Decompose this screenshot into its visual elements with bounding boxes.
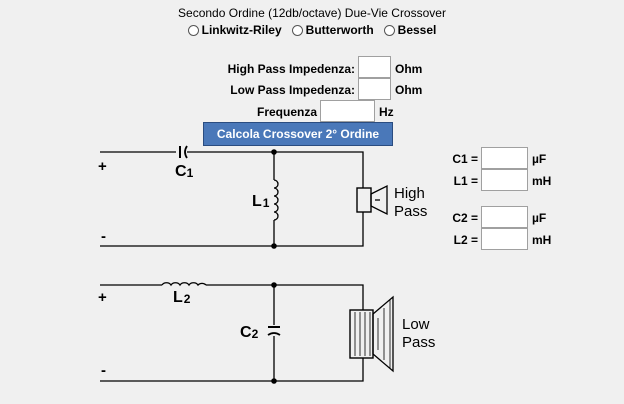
low-pass-label-line2: Pass <box>402 334 435 351</box>
page-title: Secondo Ordine (12db/octave) Due-Vie Cro… <box>178 6 446 20</box>
hp-plus-label: + <box>98 158 107 175</box>
woofer-cone-inner <box>377 300 391 368</box>
lp-impedance-unit: Ohm <box>395 83 423 97</box>
hp-impedance-input[interactable] <box>358 56 391 78</box>
low-pass-label-line1: Low <box>402 316 430 333</box>
radio-linkwitz-riley[interactable]: Linkwitz-Riley <box>187 23 282 37</box>
filter-type-group: Linkwitz-Riley Butterworth Bessel <box>0 23 624 37</box>
l1-result-unit: mH <box>532 174 552 188</box>
lp-impedance-input[interactable] <box>358 78 391 100</box>
c1-plate-curved <box>184 145 188 159</box>
c1-result-label: C1 = <box>452 152 478 166</box>
radio-button[interactable] <box>383 24 395 36</box>
radio-button[interactable] <box>187 24 199 36</box>
l1-label: L1 <box>252 193 270 210</box>
radio-label: Bessel <box>397 23 437 37</box>
hp-bottom-wire <box>100 212 364 247</box>
radio-butterworth[interactable]: Butterworth <box>291 23 374 37</box>
c2-label: C2 <box>240 324 259 341</box>
l2-label: L2 <box>173 289 191 306</box>
junction-dot <box>271 282 277 288</box>
radio-button[interactable] <box>291 24 303 36</box>
radio-bessel[interactable]: Bessel <box>383 23 437 37</box>
junction-dot <box>271 243 277 249</box>
c2-plate-curved <box>267 332 281 336</box>
radio-label: Linkwitz-Riley <box>201 23 282 37</box>
c2-result-label: C2 = <box>452 211 478 225</box>
hp-impedance-label: High Pass Impedenza: <box>227 62 355 76</box>
woofer-magnet-icon <box>349 309 374 359</box>
l1-result-label: L1 = <box>453 174 478 188</box>
c2-result-field[interactable] <box>481 206 528 228</box>
woofer-cone-icon <box>372 295 394 373</box>
c2-result-unit: µF <box>532 211 547 225</box>
l2-result-field[interactable] <box>481 228 528 250</box>
c1-result-unit: µF <box>532 152 547 166</box>
high-pass-label-line1: High <box>394 185 425 202</box>
hp-minus-label: - <box>101 228 106 245</box>
high-pass-label-line2: Pass <box>394 203 427 220</box>
junction-dot <box>271 149 277 155</box>
l1-coil-icon <box>273 179 279 221</box>
radio-label: Butterworth <box>305 23 374 37</box>
lp-top-wire-right <box>206 284 364 310</box>
l2-result-unit: mH <box>532 233 552 247</box>
junction-dot <box>271 378 277 384</box>
l1-result-field[interactable] <box>481 169 528 191</box>
frequency-label: Frequenza <box>256 105 317 119</box>
lp-plus-label: + <box>98 289 107 306</box>
lp-impedance-label: Low Pass Impedenza: <box>230 83 355 97</box>
hp-impedance-unit: Ohm <box>395 62 423 76</box>
tweeter-horn-icon <box>370 184 388 216</box>
l2-result-label: L2 = <box>453 233 478 247</box>
c1-result-field[interactable] <box>481 147 528 169</box>
tweeter-magnet-icon <box>356 187 372 213</box>
lp-bottom-wire <box>100 358 364 382</box>
calculate-crossover-button[interactable]: Calcola Crossover 2° Ordine <box>203 122 393 146</box>
woofer-magnet-inner <box>354 312 371 356</box>
c1-label: C1 <box>175 163 194 180</box>
frequency-unit: Hz <box>379 105 394 119</box>
frequency-input[interactable] <box>320 100 375 122</box>
lp-minus-label: - <box>101 362 106 379</box>
l2-coil-icon <box>161 282 207 287</box>
hp-top-wire-right <box>187 151 364 188</box>
